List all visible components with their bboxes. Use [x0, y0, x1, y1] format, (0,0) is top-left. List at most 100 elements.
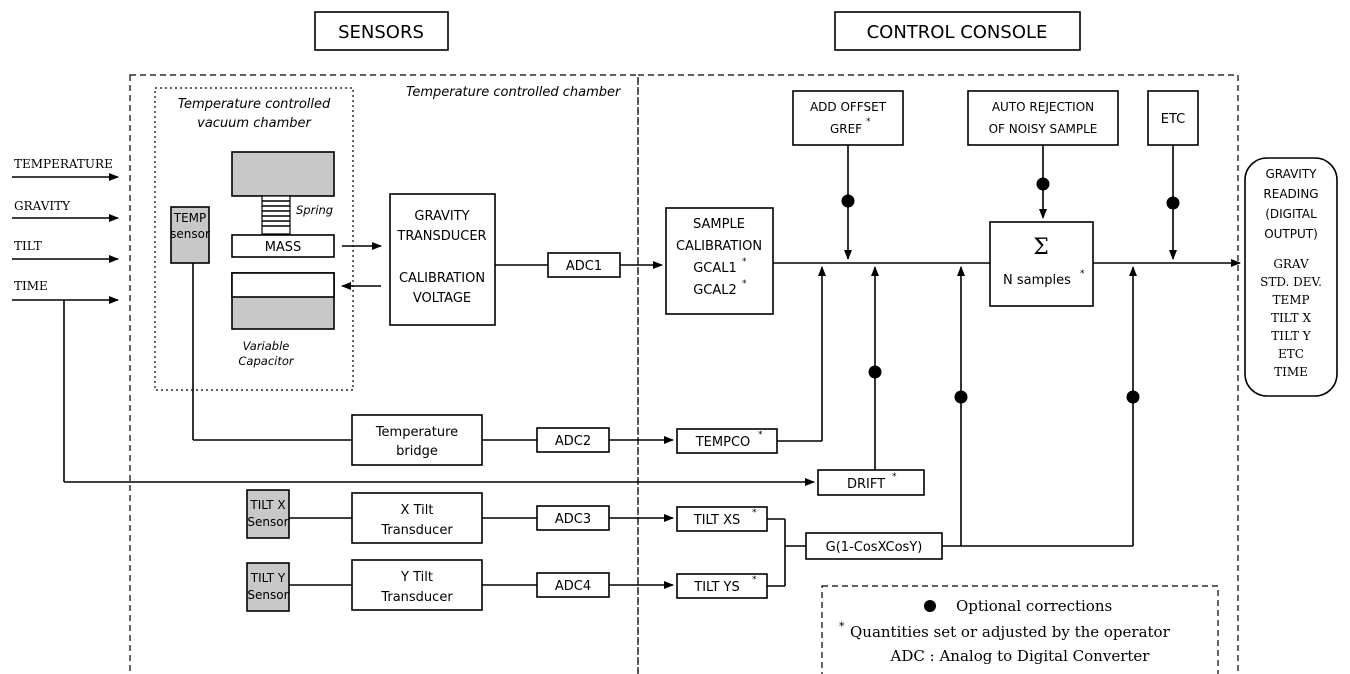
svg-text:SENSORS: SENSORS — [338, 22, 424, 43]
optional-correction-dot — [954, 390, 968, 404]
spring-label: Spring — [296, 203, 333, 217]
svg-text:*: * — [866, 117, 871, 127]
svg-text:GRAVITY: GRAVITY — [1266, 167, 1318, 181]
svg-text:GRAV: GRAV — [1273, 257, 1309, 271]
svg-text:bridge: bridge — [396, 444, 438, 459]
tilt-xs-block: TILT XS * — [676, 506, 768, 532]
adc3-block: ADC3 — [536, 505, 610, 531]
sum-block: Σ N samples * — [989, 221, 1094, 307]
tilt-x-sensor: TILT X Sensor — [246, 489, 290, 539]
svg-text:OUTPUT): OUTPUT) — [1264, 227, 1318, 241]
control-console-region — [637, 74, 1239, 674]
svg-text:TILT X: TILT X — [249, 498, 285, 512]
svg-text:Sensor: Sensor — [247, 515, 288, 529]
capacitor-label-1: Variable — [243, 339, 290, 353]
svg-text:TILT Y: TILT Y — [250, 571, 286, 585]
sensors-header: SENSORS — [314, 11, 449, 51]
optional-correction-dot — [868, 365, 882, 379]
optional-correction-dot — [841, 194, 855, 208]
svg-text:N samples: N samples — [1003, 273, 1071, 288]
inner-chamber-label-1: Temperature controlled — [178, 97, 331, 112]
drift-block: DRIFT * — [817, 469, 925, 496]
svg-text:Sensor: Sensor — [247, 588, 288, 602]
auto-rejection-block: AUTO REJECTION OF NOISY SAMPLE — [967, 90, 1119, 146]
sensors-region — [129, 74, 639, 674]
svg-text:MASS: MASS — [265, 240, 302, 255]
svg-text:TILT Y: TILT Y — [1271, 329, 1312, 343]
optional-correction-dot — [1166, 196, 1180, 210]
adc1-block: ADC1 — [547, 252, 621, 278]
spring-top-block — [231, 151, 335, 197]
tilt-correction-block: G(1-CosXCosY) — [805, 532, 943, 560]
legend-box — [821, 585, 1219, 674]
svg-text:Y Tilt: Y Tilt — [400, 570, 433, 585]
svg-text:*: * — [752, 575, 757, 585]
tilt-y-sensor: TILT Y Sensor — [246, 562, 290, 612]
svg-text:GCAL2: GCAL2 — [693, 283, 737, 298]
svg-text:ADC1: ADC1 — [566, 259, 602, 274]
svg-text:*: * — [892, 472, 897, 482]
input-tilt: TILT — [12, 239, 119, 263]
svg-text:X Tilt: X Tilt — [401, 503, 434, 518]
optional-correction-dot — [1036, 177, 1050, 191]
legend-star-symbol: * — [839, 620, 845, 633]
svg-text:Transducer: Transducer — [380, 590, 453, 605]
adc2-block: ADC2 — [536, 427, 610, 453]
svg-text:*: * — [742, 279, 747, 289]
svg-text:TILT: TILT — [14, 239, 42, 253]
svg-text:TEMPERATURE: TEMPERATURE — [14, 157, 113, 171]
svg-text:TILT XS: TILT XS — [693, 513, 740, 528]
svg-text:TEMP: TEMP — [1272, 293, 1309, 307]
svg-text:CALIBRATION: CALIBRATION — [399, 271, 485, 286]
svg-text:*: * — [742, 257, 747, 267]
svg-text:*: * — [758, 430, 763, 440]
tilt-ys-block: TILT YS * — [676, 573, 768, 599]
variable-capacitor-icon — [231, 272, 335, 330]
gravity-transducer-block: GRAVITY TRANSDUCER CALIBRATION VOLTAGE — [389, 193, 496, 326]
svg-text:DRIFT: DRIFT — [847, 477, 885, 492]
svg-text:TEMP: TEMP — [173, 211, 207, 225]
legend-dot-icon — [924, 600, 936, 612]
input-time: TIME — [12, 279, 119, 304]
svg-text:ETC: ETC — [1278, 347, 1304, 361]
svg-text:GRAVITY: GRAVITY — [414, 209, 469, 224]
svg-text:(DIGITAL: (DIGITAL — [1265, 207, 1317, 221]
tempco-block: TEMPCO * — [676, 428, 778, 454]
svg-text:Transducer: Transducer — [380, 523, 453, 538]
y-tilt-transducer-block: Y Tilt Transducer — [351, 559, 483, 611]
adc4-block: ADC4 — [536, 572, 610, 598]
svg-text:*: * — [752, 508, 757, 518]
svg-text:STD. DEV.: STD. DEV. — [1260, 275, 1322, 289]
svg-text:TEMPCO: TEMPCO — [695, 435, 751, 450]
svg-text:CONTROL CONSOLE: CONTROL CONSOLE — [867, 22, 1048, 43]
svg-text:ADC4: ADC4 — [555, 579, 591, 594]
svg-text:CALIBRATION: CALIBRATION — [676, 239, 762, 254]
input-gravity: GRAVITY — [12, 199, 119, 222]
spring-icon — [261, 195, 291, 235]
mass-block: MASS — [231, 234, 335, 258]
svg-text:GRAVITY: GRAVITY — [14, 199, 71, 213]
svg-text:Σ: Σ — [1033, 235, 1049, 260]
svg-text:TIME: TIME — [1274, 365, 1308, 379]
svg-text:SAMPLE: SAMPLE — [693, 217, 745, 232]
svg-text:ADD OFFSET: ADD OFFSET — [810, 100, 887, 114]
svg-text:G(1-CosXCosY): G(1-CosXCosY) — [826, 540, 923, 555]
svg-text:VOLTAGE: VOLTAGE — [413, 291, 471, 306]
svg-text:TIME: TIME — [14, 279, 48, 293]
legend-adc-text: ADC : Analog to Digital Converter — [890, 647, 1151, 665]
svg-text:TILT YS: TILT YS — [693, 580, 740, 595]
x-tilt-transducer-block: X Tilt Transducer — [351, 492, 483, 544]
svg-text:sensor: sensor — [170, 227, 210, 241]
svg-text:AUTO REJECTION: AUTO REJECTION — [992, 100, 1094, 114]
svg-text:TILT X: TILT X — [1271, 311, 1312, 325]
svg-text:OF NOISY SAMPLE: OF NOISY SAMPLE — [989, 122, 1098, 136]
svg-text:TRANSDUCER: TRANSDUCER — [396, 229, 486, 244]
optional-correction-dot — [1126, 390, 1140, 404]
control-console-header: CONTROL CONSOLE — [834, 11, 1081, 51]
svg-text:READING: READING — [1263, 187, 1318, 201]
svg-text:ADC2: ADC2 — [555, 434, 591, 449]
temp-sensor: TEMP sensor — [170, 206, 210, 264]
gravity-reading-output: GRAVITY READING (DIGITAL OUTPUT) GRAV ST… — [1244, 157, 1338, 397]
svg-text:GCAL1: GCAL1 — [693, 261, 737, 276]
